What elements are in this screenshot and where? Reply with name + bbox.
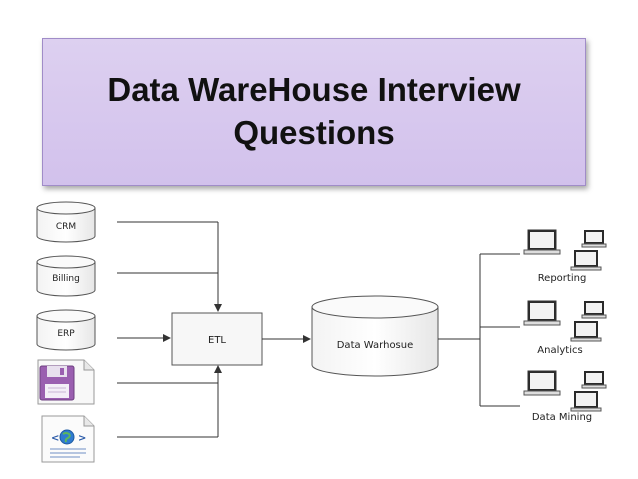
data-mining-label: Data Mining (532, 412, 592, 423)
crm-label: CRM (56, 222, 76, 232)
erp-database-icon: ERP (36, 309, 96, 351)
web-document-file-icon: < > (41, 415, 95, 463)
svg-text:<: < (51, 433, 59, 444)
data-mining-computers-icon (523, 370, 607, 412)
title-banner: Data WareHouse Interview Questions (42, 38, 586, 186)
svg-text:>: > (78, 433, 86, 444)
reporting-computers-icon (523, 229, 607, 271)
warehouse-label: Data Warhosue (337, 340, 414, 351)
data-warehouse-database-icon: Data Warhosue (311, 295, 439, 377)
crm-database-icon: CRM (36, 201, 96, 243)
billing-database-icon: Billing (36, 255, 96, 297)
floppy-disk-file-icon (37, 359, 95, 405)
billing-label: Billing (52, 274, 80, 284)
source-connectors (117, 221, 222, 438)
slide-title: Data WareHouse Interview Questions (107, 71, 521, 151)
analytics-computers-icon (523, 300, 607, 342)
analytics-label: Analytics (537, 345, 582, 356)
output-connectors (438, 253, 520, 407)
etl-process-box: ETL (171, 312, 263, 366)
reporting-label: Reporting (538, 273, 587, 284)
erp-label: ERP (57, 329, 75, 339)
etl-label: ETL (208, 335, 226, 346)
